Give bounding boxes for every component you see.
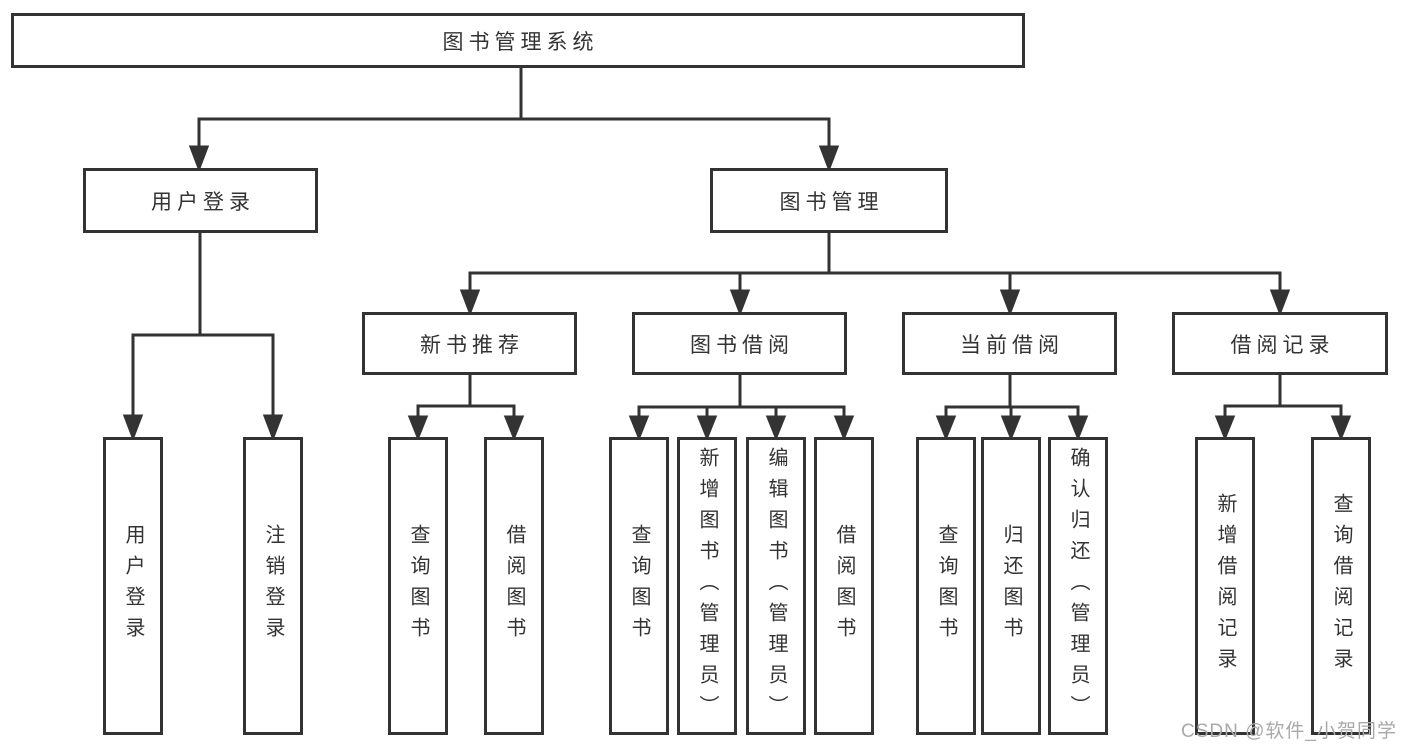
node-book-borrowing: 图书借阅 [632,312,847,375]
connector-user-login-to-leaves [122,233,284,442]
node-user-login: 用户登录 [83,168,318,233]
leaf-borrow-books-recommend: 借阅图书 [484,437,544,735]
connector-borrowing-records-to-leaves [1214,375,1352,442]
connector-current-borrowing-to-leaves [935,375,1089,442]
leaf-query-books-current: 查询图书 [916,437,976,735]
leaf-user-login: 用户登录 [103,437,163,735]
node-library-management-system: 图书管理系统 [11,13,1025,68]
node-book-management: 图书管理 [710,168,948,233]
connector-new-book-recommend-to-leaves [407,375,525,442]
leaf-add-borrow-record: 新增借阅记录 [1195,437,1255,735]
watermark: CSDN @软件_小贺同学 [1181,721,1397,742]
leaf-return-books: 归还图书 [981,437,1041,735]
leaf-borrow-books-borrowing: 借阅图书 [814,437,874,735]
node-new-book-recommend: 新书推荐 [362,312,577,375]
leaf-query-borrow-record: 查询借阅记录 [1311,437,1371,735]
leaf-logout: 注销登录 [243,437,303,735]
node-borrowing-records: 借阅记录 [1172,312,1388,375]
leaf-edit-book-admin: 编辑图书（管理员） [746,437,806,735]
node-current-borrowing: 当前借阅 [902,312,1117,375]
leaf-query-books-borrowing: 查询图书 [609,437,669,735]
connector-book-management-to-level2 [459,233,1291,317]
connector-book-borrowing-to-leaves [628,375,855,442]
leaf-query-books-recommend: 查询图书 [388,437,448,735]
connector-root-to-level1 [188,68,840,173]
leaf-confirm-return-admin: 确认归还（管理员） [1048,437,1108,735]
leaf-add-book-admin: 新增图书（管理员） [677,437,737,735]
